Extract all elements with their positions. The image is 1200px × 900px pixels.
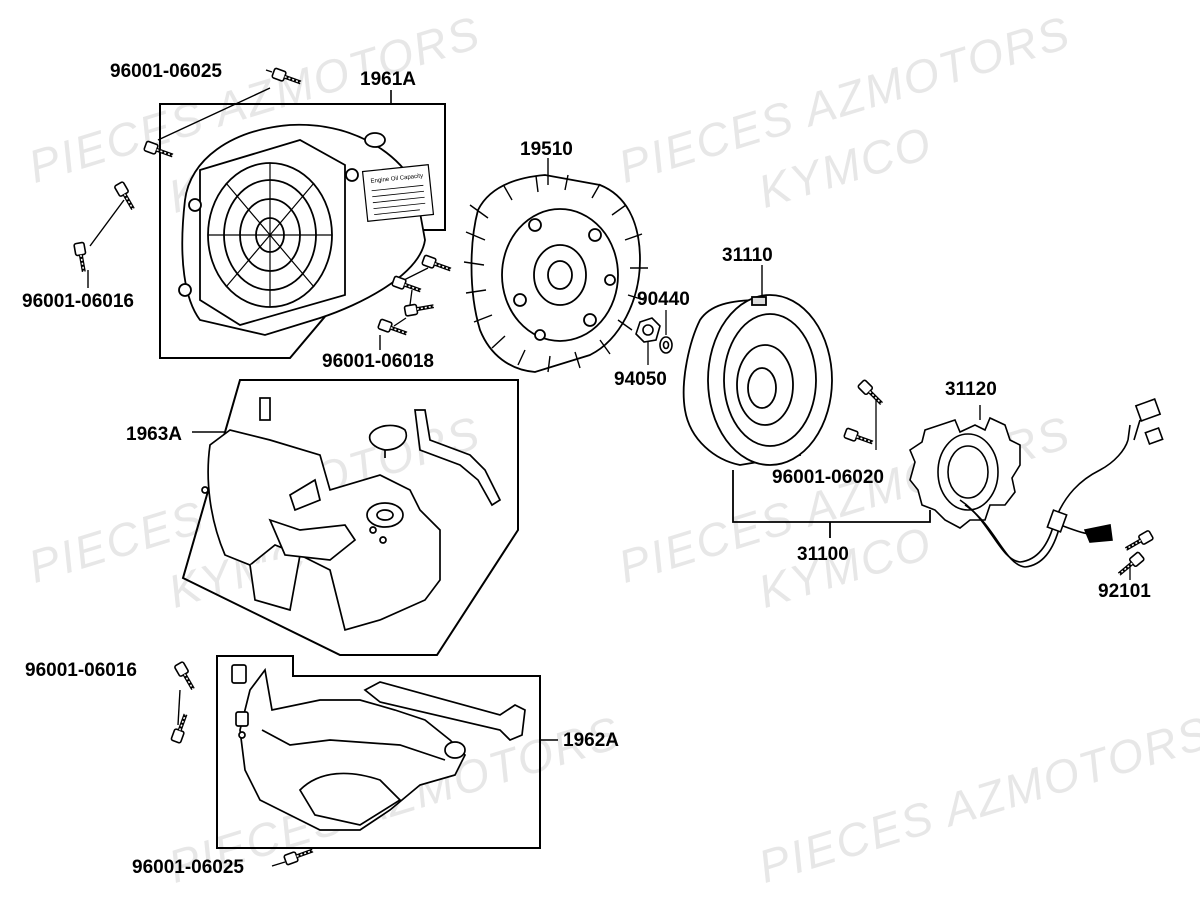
part-label-31100: 31100 — [797, 544, 849, 565]
bolt-96001-06018 — [419, 252, 455, 277]
lower-cover-1962a — [231, 664, 526, 831]
fan-cover-1961a — [178, 123, 435, 336]
washer-90440 — [659, 336, 673, 354]
part-label-96001-06025-bottom: 96001-06025 — [132, 857, 244, 878]
inner-shroud-1963a — [201, 397, 502, 632]
bolt-96001-06016-top — [71, 240, 91, 275]
part-label-19510: 19510 — [520, 139, 573, 160]
part-label-1963a: 1963A — [126, 424, 182, 445]
part-label-94050: 94050 — [614, 369, 667, 390]
part-label-1961a: 1961A — [360, 69, 416, 90]
part-label-1962a: 1962A — [563, 730, 619, 751]
part-label-96001-06025-top: 96001-06025 — [110, 61, 222, 82]
group-box-1962a — [216, 655, 541, 849]
assembly-bracket-31100 — [732, 470, 931, 538]
bolt-96001-06025-top — [269, 65, 305, 90]
connector-plug — [1046, 398, 1164, 543]
flywheel-31110 — [682, 294, 833, 466]
cooling-fan-19510 — [463, 174, 648, 373]
part-label-96001-06016-bottom: 96001-06016 — [25, 660, 137, 681]
bolt-96001-06020 — [841, 425, 877, 450]
part-label-92101: 92101 — [1098, 581, 1151, 602]
bolt-96001-06018 — [402, 299, 437, 319]
nut-94050 — [635, 317, 661, 343]
bolt-96001-06016-bottom — [168, 710, 193, 746]
bolt-92101 — [1121, 528, 1156, 556]
part-label-31120: 31120 — [945, 379, 997, 400]
part-label-31110: 31110 — [722, 245, 773, 266]
stator-31120 — [909, 416, 1021, 529]
part-label-96001-06018: 96001-06018 — [322, 351, 434, 372]
bolt-96001-06016-top — [112, 179, 140, 214]
part-label-96001-06016-top: 96001-06016 — [22, 291, 134, 312]
bolt-96001-06016-bottom — [172, 659, 200, 694]
part-label-96001-06020: 96001-06020 — [772, 467, 884, 488]
decal-title: Engine Oil Capacity — [370, 173, 423, 184]
bolt-96001-06020 — [858, 380, 886, 408]
part-label-90440: 90440 — [637, 289, 690, 310]
bolt-96001-06018 — [375, 316, 411, 341]
group-box-1963a — [181, 379, 519, 656]
